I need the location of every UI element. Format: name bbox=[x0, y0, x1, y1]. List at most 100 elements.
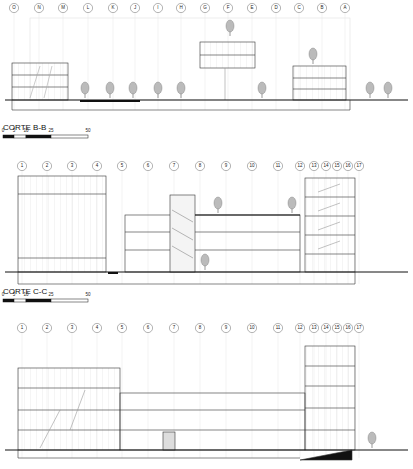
grid-label: M bbox=[61, 6, 65, 11]
grid-label: 17 bbox=[356, 326, 361, 331]
grid-bubble bbox=[295, 161, 304, 170]
grid-bubble bbox=[34, 3, 43, 12]
scale-number: 50 bbox=[85, 129, 90, 134]
grid-label: 5 bbox=[121, 164, 124, 169]
grid-label: B bbox=[320, 6, 323, 11]
grid-bubble bbox=[169, 161, 178, 170]
grid-bubble bbox=[354, 323, 363, 332]
grid-line bbox=[135, 13, 136, 110]
grid-label: 3 bbox=[71, 326, 74, 331]
grid-label: E bbox=[250, 6, 253, 11]
grid-label: 11 bbox=[276, 164, 281, 169]
grid-line bbox=[278, 171, 279, 284]
grid-line bbox=[359, 333, 360, 458]
scale-number: 0 bbox=[2, 129, 5, 134]
grid-line bbox=[88, 13, 89, 110]
grid-line bbox=[200, 171, 201, 284]
grid-label: 14 bbox=[323, 164, 328, 169]
grid-label: 2 bbox=[46, 326, 49, 331]
grid-line bbox=[252, 171, 253, 284]
grid-bubble bbox=[221, 323, 230, 332]
grid-label: 12 bbox=[297, 164, 302, 169]
grid-label: L bbox=[87, 6, 90, 11]
grid-label: C bbox=[297, 6, 300, 11]
grid-label: 10 bbox=[249, 164, 254, 169]
grid-label: 2 bbox=[46, 164, 49, 169]
grid-label: 8 bbox=[199, 164, 202, 169]
grid-bubble bbox=[273, 323, 282, 332]
grid-label: 10 bbox=[249, 326, 254, 331]
grid-label: 9 bbox=[225, 164, 228, 169]
grid-bubble bbox=[176, 3, 185, 12]
grid-bubble bbox=[195, 323, 204, 332]
scale-number: 5 bbox=[13, 129, 16, 134]
grid-bubble bbox=[271, 3, 280, 12]
grid-bubble bbox=[309, 323, 318, 332]
grid-bubble bbox=[83, 3, 92, 12]
grid-bubble bbox=[67, 323, 76, 332]
grid-label: 13 bbox=[311, 164, 316, 169]
grid-bubble bbox=[17, 323, 26, 332]
scale-number: 25 bbox=[48, 293, 53, 298]
grid-bubble bbox=[247, 161, 256, 170]
grid-label: 6 bbox=[147, 164, 150, 169]
grid-line bbox=[226, 171, 227, 284]
grid-bubble bbox=[309, 161, 318, 170]
grid-label: 11 bbox=[276, 326, 281, 331]
grid-line bbox=[276, 13, 277, 110]
grid-bubble bbox=[354, 161, 363, 170]
grid-bubble bbox=[321, 323, 330, 332]
grid-label: D bbox=[274, 6, 277, 11]
grid-bubble bbox=[143, 161, 152, 170]
grid-line bbox=[148, 333, 149, 458]
grid-bubble bbox=[42, 161, 51, 170]
grid-label: 13 bbox=[311, 326, 316, 331]
grid-label: 7 bbox=[173, 164, 176, 169]
grid-label: 3 bbox=[71, 164, 74, 169]
grid-bubble bbox=[247, 323, 256, 332]
grid-bubble bbox=[294, 3, 303, 12]
grid-label: A bbox=[343, 6, 346, 11]
scale-number: 25 bbox=[48, 129, 53, 134]
grid-label: I bbox=[157, 6, 158, 11]
grid-label: 4 bbox=[96, 164, 99, 169]
grid-label: 12 bbox=[297, 326, 302, 331]
grid-line bbox=[278, 333, 279, 458]
grid-label: F bbox=[227, 6, 230, 11]
grid-line bbox=[200, 333, 201, 458]
grid-label: 4 bbox=[96, 326, 99, 331]
grid-bubble bbox=[273, 161, 282, 170]
grid-label: 5 bbox=[121, 326, 124, 331]
scale-number: 50 bbox=[85, 293, 90, 298]
grid-label: 1 bbox=[21, 326, 24, 331]
grid-bubble bbox=[143, 323, 152, 332]
grid-label: K bbox=[111, 6, 114, 11]
grid-label: 15 bbox=[334, 164, 339, 169]
grid-bubble bbox=[67, 161, 76, 170]
grid-bubble bbox=[42, 323, 51, 332]
grid-bubble bbox=[247, 3, 256, 12]
grid-line bbox=[252, 333, 253, 458]
grid-label: 1 bbox=[21, 164, 24, 169]
grid-bubble bbox=[9, 3, 18, 12]
grid-bubble bbox=[153, 3, 162, 12]
grid-label: O bbox=[12, 6, 16, 11]
grid-bubble bbox=[223, 3, 232, 12]
grid-bubble bbox=[195, 161, 204, 170]
grid-bubble bbox=[200, 3, 209, 12]
grid-bubble bbox=[169, 323, 178, 332]
grid-bubble bbox=[332, 161, 341, 170]
grid-label: 9 bbox=[225, 326, 228, 331]
scale-number: 5 bbox=[13, 293, 16, 298]
grid-bubble bbox=[92, 161, 101, 170]
grid-bubble bbox=[130, 3, 139, 12]
grid-label: 7 bbox=[173, 326, 176, 331]
grid-bubble bbox=[92, 323, 101, 332]
grid-label: 15 bbox=[334, 326, 339, 331]
grid-bubble bbox=[221, 161, 230, 170]
grid-label: 14 bbox=[323, 326, 328, 331]
grid-bubble bbox=[58, 3, 67, 12]
scale-number: 10 bbox=[23, 293, 28, 298]
grid-bubble bbox=[295, 323, 304, 332]
